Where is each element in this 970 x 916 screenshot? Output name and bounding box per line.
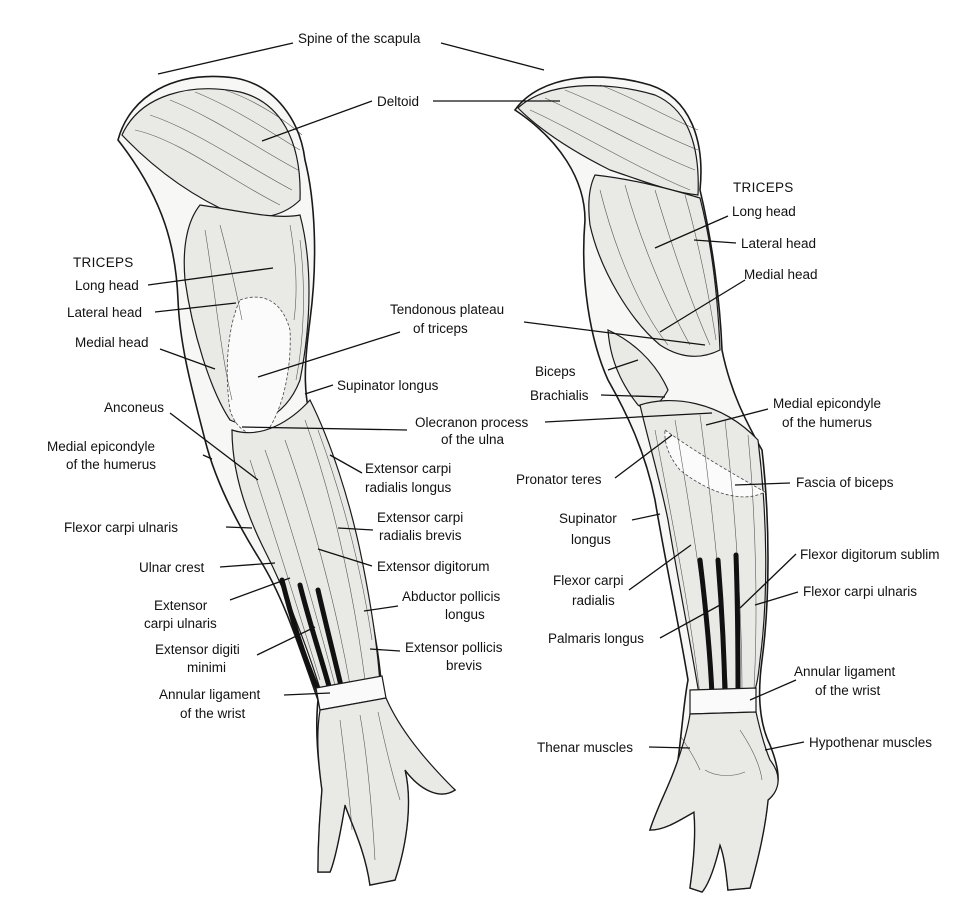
- label-right-medial-epicondyle-line2: of the humerus: [782, 415, 872, 430]
- label-right-annular-ligament-line1: Annular ligament: [794, 664, 896, 679]
- label-left-extensor-pollicis-line1: Extensor pollicis: [405, 640, 503, 655]
- left-hand-shape: [317, 697, 456, 886]
- label-left-extensor-carpi-ulnaris-line2: carpi ulnaris: [144, 616, 217, 631]
- left-arm-illustration: [117, 75, 457, 886]
- left-forearm-shape: [231, 398, 381, 696]
- label-left-ext-carpi-rad-brevis-line2: radialis brevis: [379, 528, 462, 543]
- label-right-flexor-carpi-radialis-line1: Flexor carpi: [553, 573, 624, 588]
- label-right-thenar-muscles: Thenar muscles: [537, 740, 633, 755]
- label-left-lateral-head: Lateral head: [67, 305, 142, 320]
- right-annular-ligament-band: [689, 687, 757, 715]
- left-arm-labels: TRICEPS Long head Lateral head Medial he…: [47, 255, 503, 721]
- label-left-ulnar-crest: Ulnar crest: [139, 560, 205, 575]
- label-deltoid: Deltoid: [377, 94, 419, 109]
- right-fascia-of-biceps: [664, 429, 766, 498]
- label-left-ext-carpi-rad-brevis-line1: Extensor carpi: [377, 510, 463, 525]
- label-left-abductor-pollicis-line1: Abductor pollicis: [402, 589, 501, 604]
- label-left-flexor-carpi-ulnaris: Flexor carpi ulnaris: [64, 520, 178, 535]
- label-right-lateral-head: Lateral head: [741, 236, 816, 251]
- label-left-ext-carpi-rad-longus-line1: Extensor carpi: [365, 461, 451, 476]
- label-left-medial-epicondyle-line1: Medial epicondyle: [47, 439, 155, 454]
- label-left-extensor-digiti-minimi-line2: minimi: [187, 660, 226, 675]
- label-right-supinator-longus-line1: Supinator: [559, 511, 617, 526]
- left-deltoid-fibers: [134, 89, 303, 206]
- label-left-triceps-heading: TRICEPS: [73, 255, 134, 270]
- right-arm-labels: TRICEPS Long head Lateral head Medial he…: [516, 180, 940, 755]
- label-left-annular-ligament-line1: Annular ligament: [159, 687, 261, 702]
- right-hand-shape: [649, 711, 779, 893]
- label-right-brachialis: Brachialis: [530, 388, 589, 403]
- label-right-fascia-of-biceps: Fascia of biceps: [796, 475, 894, 490]
- left-forearm-tendons: [279, 577, 345, 693]
- label-left-extensor-pollicis-line2: brevis: [446, 658, 482, 673]
- label-right-flexor-digitorum-sublim: Flexor digitorum sublim: [800, 547, 940, 562]
- label-right-hypothenar-muscles: Hypothenar muscles: [809, 735, 932, 750]
- label-right-long-head: Long head: [732, 204, 796, 219]
- right-upper-arm-shape: [588, 174, 721, 357]
- label-right-medial-head: Medial head: [744, 267, 818, 282]
- right-arm-illustration: [513, 76, 779, 893]
- label-tendonous-plateau-line2: of triceps: [413, 321, 468, 336]
- label-right-pronator-teres: Pronator teres: [516, 472, 602, 487]
- label-left-supinator-longus: Supinator longus: [337, 378, 439, 393]
- label-tendonous-plateau-line1: Tendonous plateau: [390, 302, 504, 317]
- label-left-long-head: Long head: [75, 278, 139, 293]
- right-deltoid-shape: [517, 85, 699, 196]
- leader-lines: [147, 42, 805, 751]
- label-right-flexor-carpi-radialis-line2: radialis: [572, 593, 615, 608]
- label-spine-of-scapula: Spine of the scapula: [298, 31, 421, 46]
- label-right-palmaris-longus: Palmaris longus: [548, 631, 644, 646]
- label-right-biceps: Biceps: [535, 364, 576, 379]
- label-right-supinator-longus-line2: longus: [571, 532, 611, 547]
- label-olecranon-line2: of the ulna: [441, 432, 505, 447]
- left-triceps-fibers: [204, 224, 304, 401]
- label-left-anconeus: Anconeus: [104, 400, 164, 415]
- label-right-annular-ligament-line2: of the wrist: [815, 683, 881, 698]
- label-right-flexor-carpi-ulnaris: Flexor carpi ulnaris: [803, 584, 917, 599]
- right-forearm-tendons: [697, 552, 741, 698]
- label-left-abductor-pollicis-line2: longus: [445, 607, 485, 622]
- label-right-medial-epicondyle-line1: Medial epicondyle: [773, 396, 881, 411]
- label-left-annular-ligament-line2: of the wrist: [180, 706, 246, 721]
- shared-labels: Spine of the scapula Deltoid Tendonous p…: [298, 31, 529, 447]
- label-olecranon-line1: Olecranon process: [415, 415, 529, 430]
- label-left-extensor-digitorum: Extensor digitorum: [377, 559, 490, 574]
- label-left-extensor-carpi-ulnaris-line1: Extensor: [154, 598, 208, 613]
- label-left-extensor-digiti-minimi-line1: Extensor digiti: [155, 642, 240, 657]
- right-deltoid-fibers: [529, 84, 699, 191]
- left-forearm-fibers: [249, 419, 373, 686]
- label-left-medial-epicondyle-line2: of the humerus: [66, 457, 156, 472]
- label-right-triceps-heading: TRICEPS: [733, 180, 794, 195]
- label-left-medial-head: Medial head: [75, 335, 149, 350]
- label-left-ext-carpi-rad-longus-line2: radialis longus: [365, 480, 452, 495]
- right-upper-arm-fibers: [599, 184, 717, 346]
